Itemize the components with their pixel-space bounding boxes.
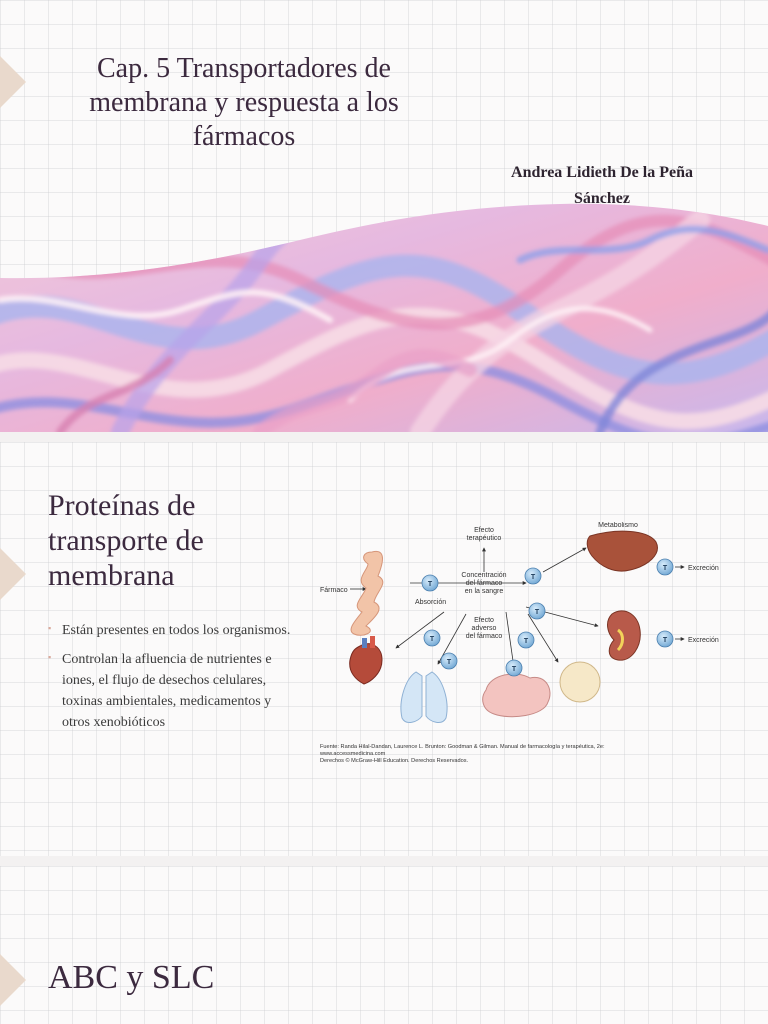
label-efecto-terapeutico: Efecto — [474, 527, 494, 534]
label-concentracion: Concentración — [461, 572, 506, 579]
content-slide-proteins: Proteínas de transporte de membrana Está… — [0, 442, 768, 856]
transporter-marker — [656, 558, 674, 576]
label-excrecion: Excreción — [688, 637, 719, 644]
tissue-illustration — [559, 661, 601, 703]
transporter-marker — [528, 602, 546, 620]
label-efecto-terapeutico: terapéutico — [467, 535, 502, 542]
content-slide-abc-slc: ABC y SLC — [0, 866, 768, 1024]
caption-source: Fuente: Randa Hilal-Dandan, Laurence L. … — [320, 744, 605, 750]
intestine-illustration — [350, 550, 384, 636]
label-metabolismo: Metabolismo — [598, 522, 638, 529]
slide-title: Proteínas de transporte de membrana — [48, 489, 204, 592]
transporter-marker — [524, 567, 542, 585]
label-absorcion: Absorción — [415, 599, 446, 606]
slide-marker — [0, 548, 26, 600]
author-name-line1: Andrea Lidieth De la Peña — [511, 164, 693, 181]
bullet-item: Están presentes en todos los organismos. — [48, 618, 298, 641]
transporter-marker — [505, 659, 523, 677]
brain-illustration — [482, 673, 551, 718]
lungs-illustration — [400, 671, 448, 723]
transporter-label: T — [430, 636, 435, 643]
transporter-marker — [517, 631, 535, 649]
transporter-marker — [656, 630, 674, 648]
transporter-marker — [440, 652, 458, 670]
transporter-marker — [423, 629, 441, 647]
title-slide: Cap. 5 Transportadores de membrana y res… — [0, 0, 768, 432]
caption-copyright: Derechos © McGraw-Hill Education. Derech… — [320, 758, 469, 764]
transporter-label: T — [524, 638, 529, 645]
slide-title: ABC y SLC — [48, 959, 215, 996]
label-excrecion: Excreción — [688, 565, 719, 572]
author-name-line2: Sánchez — [574, 190, 630, 207]
label-efecto-adverso: Efecto — [474, 617, 494, 624]
transporter-label: T — [531, 574, 536, 581]
label-efecto-adverso: adverso — [472, 625, 497, 632]
transporter-label: T — [663, 637, 668, 644]
drug-transport-diagram: T T T T T T T T T Fármaco Absorción Efec… — [320, 522, 719, 723]
author-name: Andrea Lidieth De la Peña Sánchez — [490, 160, 714, 212]
transporter-markers — [421, 558, 674, 677]
transporter-marker — [421, 574, 439, 592]
label-efecto-adverso: del fármaco — [466, 633, 503, 640]
transporter-label: T — [428, 581, 433, 588]
transporter-label: T — [663, 565, 668, 572]
label-concentracion: en la sangre — [465, 588, 504, 595]
label-concentracion: del fármaco — [466, 580, 503, 587]
bullet-item: Controlan la afluencia de nutrientes e i… — [48, 647, 298, 733]
transporter-label: T — [535, 609, 540, 616]
kidney-illustration — [607, 610, 641, 661]
slide-marker — [0, 56, 26, 108]
caption-website: www.accessmedicina.com — [320, 751, 386, 757]
liver-illustration — [586, 530, 658, 572]
slide-marker — [0, 954, 26, 1006]
figure-caption: Fuente: Randa Hilal-Dandan, Laurence L. … — [320, 744, 720, 765]
transporter-label: T — [447, 659, 452, 666]
bullet-list: Están presentes en todos los organismos.… — [48, 618, 298, 741]
heart-illustration — [349, 636, 383, 685]
transporter-label: T — [512, 666, 517, 673]
marble-banner-image — [0, 203, 768, 432]
label-farmaco: Fármaco — [320, 587, 348, 594]
presentation-title: Cap. 5 Transportadores de membrana y res… — [89, 53, 399, 152]
